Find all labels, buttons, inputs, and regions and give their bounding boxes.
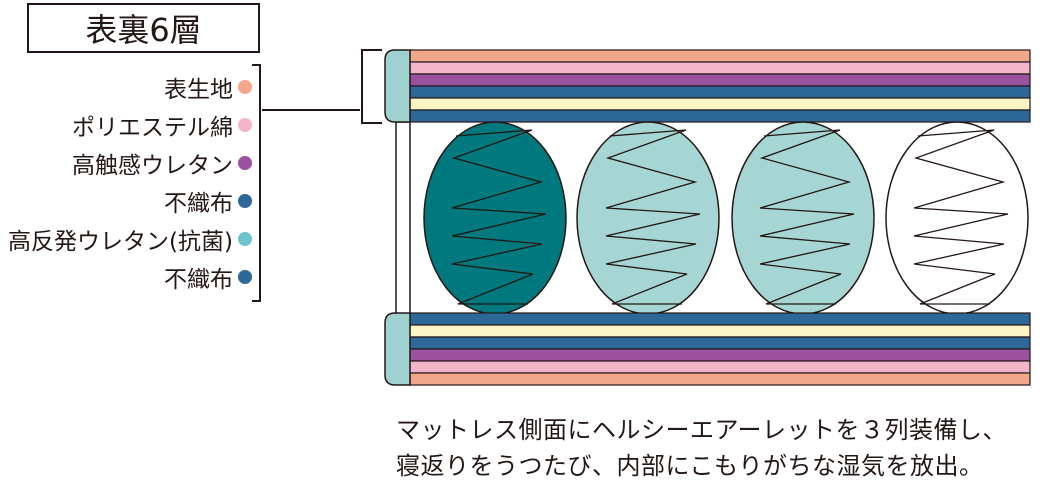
legend-item-polyester: ポリエステル綿 xyxy=(72,108,252,142)
top-layers-bracket xyxy=(361,49,382,124)
legend-dot xyxy=(238,118,252,132)
layer-nonwoven xyxy=(409,336,1031,350)
legend-dot xyxy=(238,270,252,284)
legend-bracket xyxy=(252,64,261,302)
coil-spring-1 xyxy=(423,121,567,315)
side-frame xyxy=(395,121,411,315)
caption: マットレス側面にヘルシーエアーレットを３列装備し、 寝返りをうつたび、内部にこも… xyxy=(396,412,1056,484)
coil-spring-3 xyxy=(731,121,875,315)
legend-dot xyxy=(238,156,252,170)
legend-item-high-resilience-urethane: 高反発ウレタン(抗菌) xyxy=(8,222,252,256)
mattress-cross-section xyxy=(262,49,1031,386)
legend-item-high-touch-urethane: 高触感ウレタン xyxy=(72,146,252,180)
legend-label: 高反発ウレタン(抗菌) xyxy=(8,229,233,255)
layer-cream xyxy=(409,97,1031,111)
layer-high-touch-urethane xyxy=(409,348,1031,362)
title-text: 表裏6層 xyxy=(85,11,202,49)
legend-dot xyxy=(238,232,252,246)
legend-dot xyxy=(238,194,252,208)
legend-dot xyxy=(238,80,252,94)
layer-surface-fabric xyxy=(409,49,1031,63)
legend-label: 高触感ウレタン xyxy=(72,153,233,179)
layer-polyester xyxy=(409,61,1031,75)
layer-nonwoven xyxy=(409,85,1031,99)
bottom-side-cap xyxy=(384,312,411,386)
bottom-layer-block xyxy=(384,312,1031,386)
legend-item-nonwoven-2: 不織布 xyxy=(164,260,252,294)
legend-label: 不織布 xyxy=(164,191,233,217)
layer-surface-fabric xyxy=(409,372,1031,386)
top-side-cap xyxy=(384,49,411,123)
coil-spring-2 xyxy=(576,121,720,315)
legend-label: ポリエステル綿 xyxy=(72,115,233,141)
legend-label: 不織布 xyxy=(164,267,233,293)
layer-nonwoven xyxy=(409,312,1031,326)
layer-cream xyxy=(409,324,1031,338)
legend-item-surface-fabric: 表生地 xyxy=(164,70,252,104)
caption-line-2: 寝返りをうつたび、内部にこもりがちな湿気を放出。 xyxy=(396,452,984,480)
coil-spring-4 xyxy=(885,121,1029,315)
title-box: 表裏6層 xyxy=(27,3,260,53)
legend-item-nonwoven-1: 不織布 xyxy=(164,184,252,218)
top-layer-block xyxy=(384,49,1031,123)
legend-label: 表生地 xyxy=(164,77,233,103)
caption-line-1: マットレス側面にヘルシーエアーレットを３列装備し、 xyxy=(396,416,1008,444)
layer-high-touch-urethane xyxy=(409,73,1031,87)
layer-nonwoven xyxy=(409,109,1031,123)
layer-polyester xyxy=(409,360,1031,374)
